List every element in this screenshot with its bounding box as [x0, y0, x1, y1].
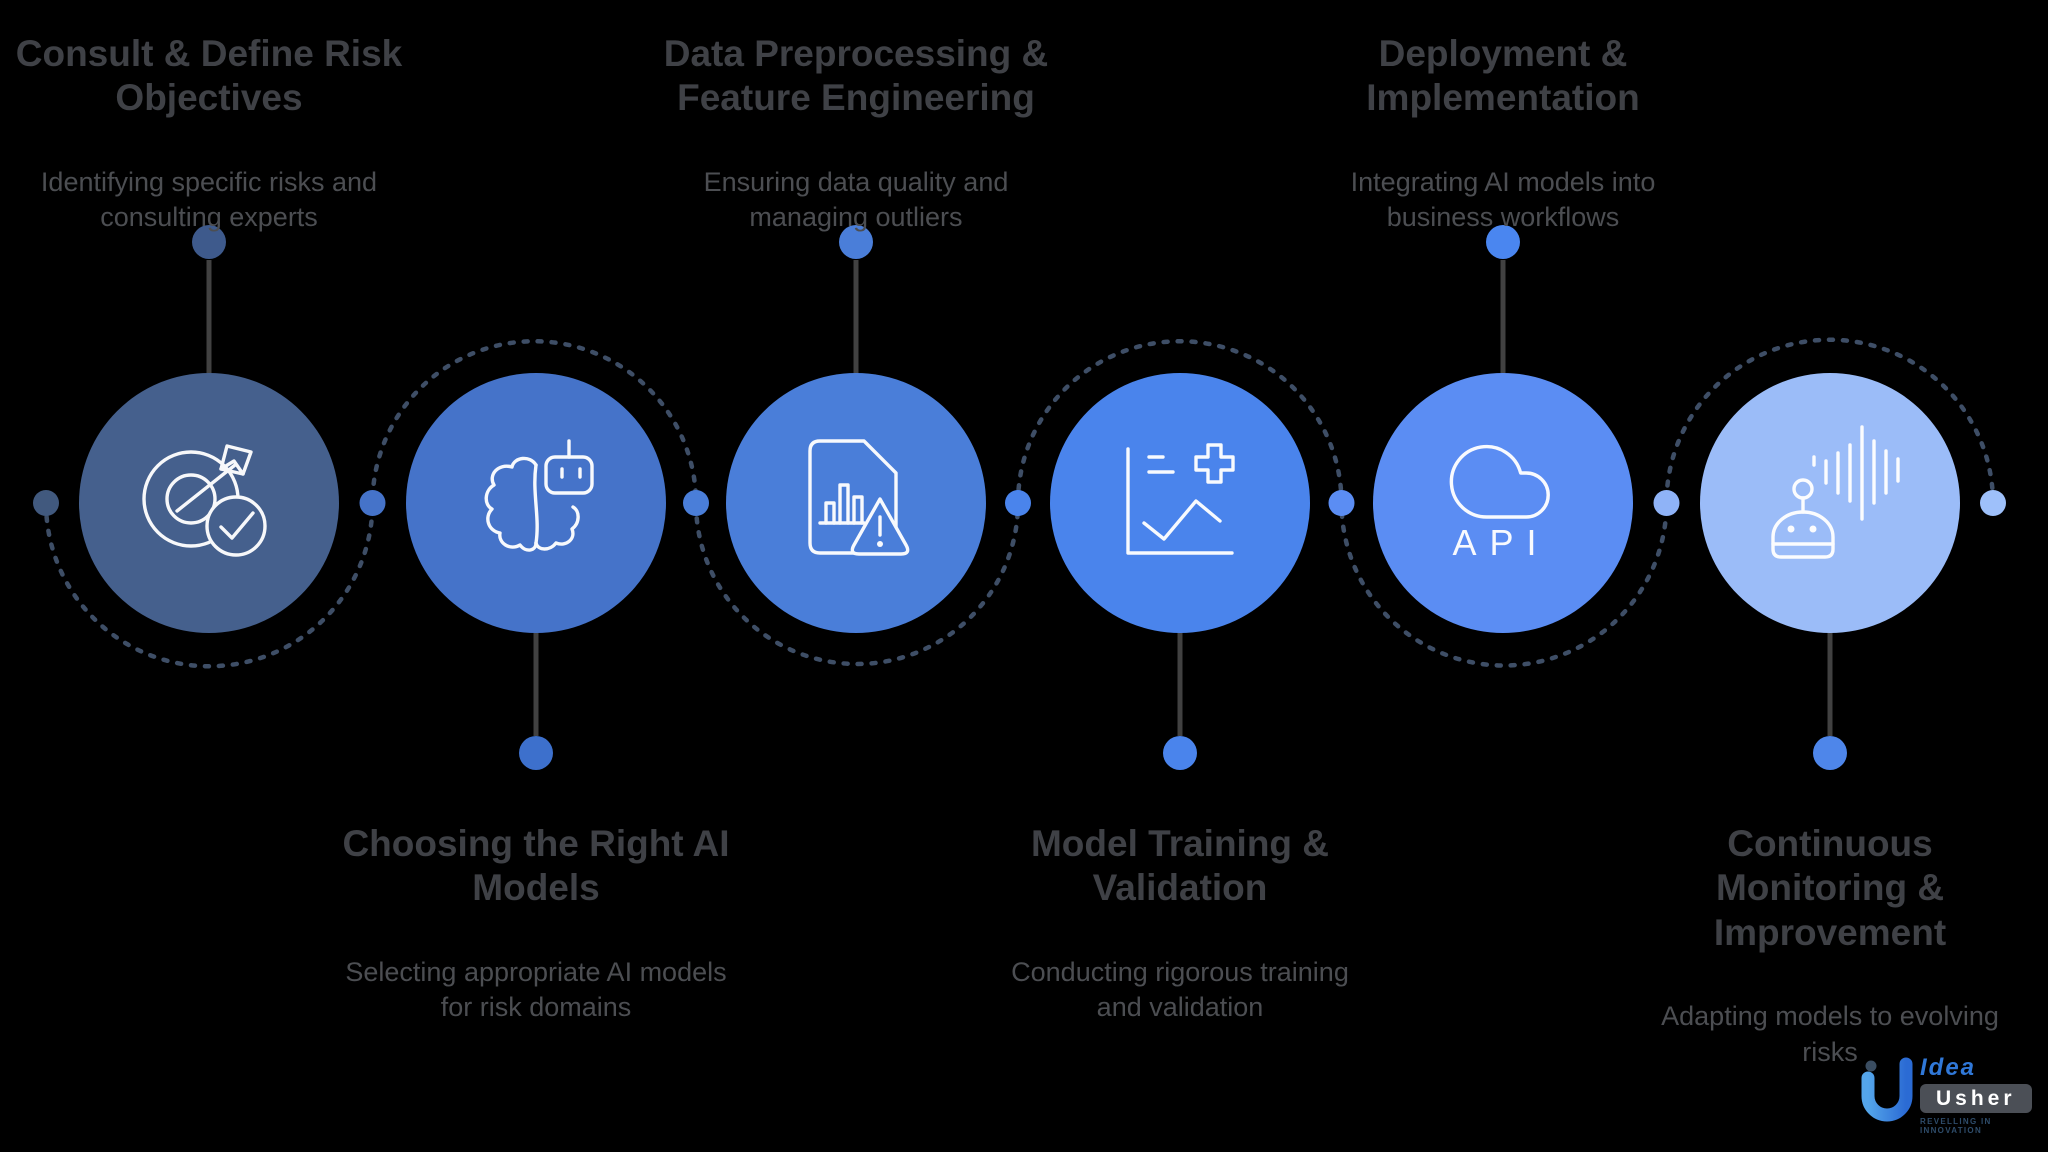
step-5-description: Integrating AI models into business work… [1350, 166, 1656, 233]
connector-dot [839, 225, 873, 259]
step-1-text: Consult & Define Risk Objectives Identif… [0, 14, 431, 254]
step-3-title: Data Preprocessing & Feature Engineering [663, 33, 1049, 119]
connector-dot [192, 225, 226, 259]
logo-tagline: REVELLING IN INNOVATION [1920, 1117, 1992, 1136]
path-dot [1653, 490, 1680, 516]
logo-idea-text: Idea [1920, 1054, 1977, 1081]
path-dot [359, 490, 386, 516]
step-5-title: Deployment & Implementation [1366, 33, 1640, 119]
connector-dot [1163, 736, 1197, 770]
step-6-description: Adapting models to evolving risks [1661, 1001, 1999, 1067]
step-6-text: Continuous Monitoring & Improvement Adap… [1608, 804, 2048, 1088]
step-circle-4 [1050, 373, 1310, 633]
connector-dot [1813, 736, 1847, 770]
step-2-title: Choosing the Right AI Models [342, 823, 730, 909]
robot-voice-waves-icon [1771, 425, 1900, 559]
step-4-description: Conducting rigorous training and validat… [1011, 956, 1349, 1023]
step-1-description: Identifying specific risks and consultin… [40, 166, 378, 233]
connector-dot [519, 736, 553, 770]
idea-usher-mark-icon [1861, 1057, 1913, 1122]
step-2-text: Choosing the Right AI Models Selecting a… [314, 804, 758, 1044]
idea-usher-logo: Idea Usher REVELLING IN INNOVATION [1858, 1056, 2048, 1135]
step-circle-5 [1373, 373, 1633, 633]
logo-usher-text: Usher [1920, 1084, 2032, 1114]
step-6-title: Continuous Monitoring & Improvement [1713, 823, 1947, 953]
cloud-api-icon: API [1449, 444, 1550, 563]
api-label: API [1452, 522, 1549, 563]
brain-robot-icon [484, 439, 594, 552]
step-4-title: Model Training & Validation [1030, 823, 1330, 909]
step-5-text: Deployment & Implementation Integrating … [1281, 14, 1725, 254]
step-circle-6 [1700, 373, 1960, 633]
step-1-title: Consult & Define Risk Objectives [15, 33, 403, 119]
connector-dot [1486, 225, 1520, 259]
target-arrow-check-icon [142, 444, 267, 557]
step-2-description: Selecting appropriate AI models for risk… [345, 956, 727, 1023]
path-dot [33, 490, 59, 516]
step-3-description: Ensuring data quality and managing outli… [703, 166, 1009, 233]
step-4-text: Model Training & Validation Conducting r… [958, 804, 1402, 1044]
chart-line-plus-icon [1126, 443, 1235, 555]
step-circle-3 [726, 373, 986, 633]
step-3-text: Data Preprocessing & Feature Engineering… [634, 14, 1078, 254]
document-chart-warning-icon [808, 439, 910, 556]
path-dot [1005, 490, 1031, 516]
path-dot [1980, 490, 2006, 516]
step-circle-1 [79, 373, 339, 633]
path-dot [1328, 490, 1355, 516]
path-dot [683, 490, 709, 516]
